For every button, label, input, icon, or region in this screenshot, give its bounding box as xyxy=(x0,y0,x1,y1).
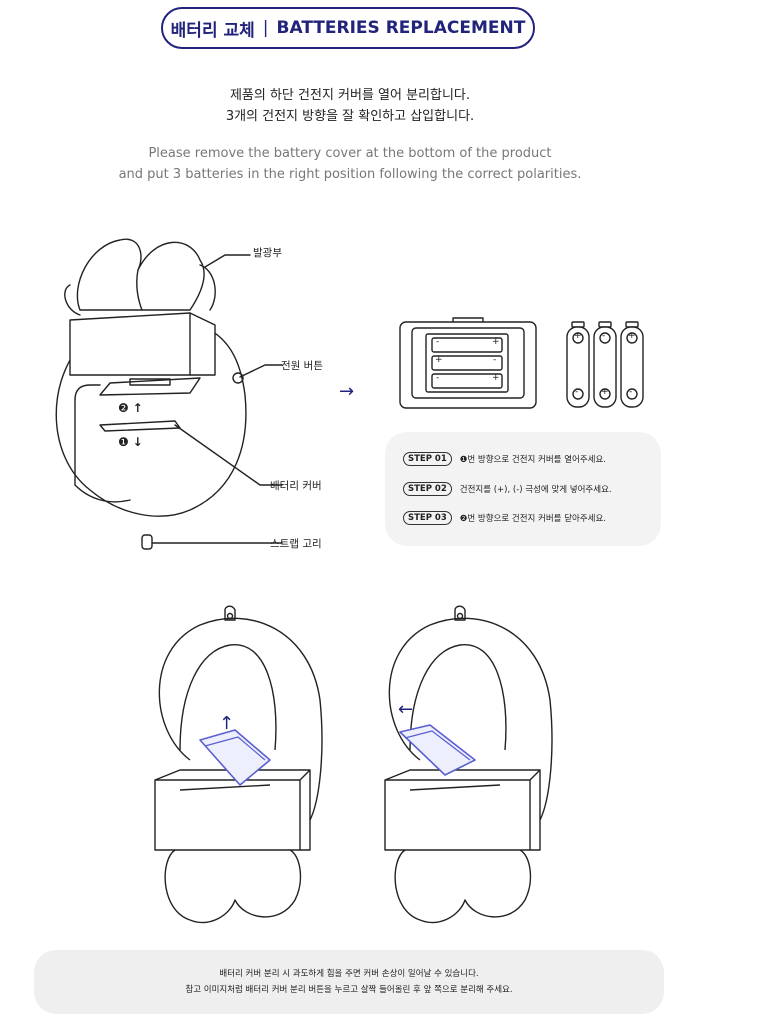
title-english: BATTERIES REPLACEMENT xyxy=(276,18,526,38)
step-01: STEP 01 ❶번 방향으로 건전지 커버를 열어주세요. xyxy=(403,452,606,466)
step-03-badge: STEP 03 xyxy=(403,511,452,525)
title-korean: 배터리 교체 xyxy=(170,20,255,41)
step-01-text: ❶번 방향으로 건전지 커버를 열어주세요. xyxy=(459,455,607,465)
intro-korean: 제품의 하단 건전지 커버를 열어 분리합니다. 3개의 건전지 방향을 잘 확… xyxy=(0,85,700,127)
steps-panel: STEP 01 ❶번 방향으로 건전지 커버를 열어주세요. STEP 02 건… xyxy=(385,432,661,546)
caution-note-line-2: 참고 이미지처럼 배터리 커버 분리 버튼을 누르고 살짝 들어올린 후 앞 쪽… xyxy=(185,985,513,995)
intro-english: Please remove the battery cover at the b… xyxy=(0,143,700,185)
step-marker-1: ❶ ↓ xyxy=(118,435,143,449)
battery-3-top-plus: + xyxy=(628,331,636,341)
arrow-left-icon: ← xyxy=(398,699,414,720)
slot-1-plus: + xyxy=(492,337,500,347)
step-marker-2-number: ❷ xyxy=(118,401,129,415)
label-battery-cover: 배터리 커버 xyxy=(270,480,322,492)
intro-korean-line-1: 제품의 하단 건전지 커버를 열어 분리합니다. xyxy=(229,88,471,103)
step-02: STEP 02 건전지를 (+), (-) 극성에 맞게 넣어주세요. xyxy=(403,482,612,496)
arrow-down-icon: ↓ xyxy=(132,435,143,449)
caution-note: 배터리 커버 분리 시 과도하게 힘을 주면 커버 손상이 일어날 수 있습니다… xyxy=(34,950,664,1014)
step-02-text: 건전지를 (+), (-) 극성에 맞게 넣어주세요. xyxy=(459,485,612,495)
step-03-text: ❷번 방향으로 건전지 커버를 닫아주세요. xyxy=(459,514,607,524)
intro-english-line-1: Please remove the battery cover at the b… xyxy=(148,146,552,161)
slot-3-plus: + xyxy=(492,373,500,383)
step-01-badge: STEP 01 xyxy=(403,452,452,466)
slot-3-minus: - xyxy=(436,373,440,383)
label-light-part: 발광부 xyxy=(253,247,282,259)
step-02-badge: STEP 02 xyxy=(403,482,452,496)
slot-1-minus: - xyxy=(436,337,440,347)
step-03: STEP 03 ❷번 방향으로 건전지 커버를 닫아주세요. xyxy=(403,511,606,525)
battery-2-bottom-plus: + xyxy=(601,387,609,397)
intro-korean-line-2: 3개의 건전지 방향을 잘 확인하고 삽입합니다. xyxy=(225,109,475,124)
step-marker-1-number: ❶ xyxy=(118,435,129,449)
page-title: 배터리 교체 | BATTERIES REPLACEMENT xyxy=(161,7,535,49)
intro-english-line-2: and put 3 batteries in the right positio… xyxy=(118,167,582,182)
cover-opening-illustration xyxy=(154,605,323,924)
step-marker-2: ❷ ↑ xyxy=(118,401,143,415)
product-illustration xyxy=(55,238,283,550)
label-strap-loop: 스트랩 고리 xyxy=(270,538,322,550)
battery-2-top-minus: - xyxy=(602,331,606,341)
battery-1-bottom-minus: - xyxy=(575,387,579,397)
battery-compartment-illustration xyxy=(399,317,537,409)
arrow-right-icon: → xyxy=(339,381,355,402)
caution-note-line-1: 배터리 커버 분리 시 과도하게 힘을 주면 커버 손상이 일어날 수 있습니다… xyxy=(219,969,479,979)
battery-3-bottom-minus: - xyxy=(629,387,633,397)
batteries-illustration xyxy=(566,321,644,408)
label-power-button: 전원 버튼 xyxy=(281,360,323,372)
cover-removal-illustration xyxy=(384,605,553,924)
arrow-up-icon: ↑ xyxy=(219,713,235,734)
slot-2-minus: - xyxy=(493,355,497,365)
arrow-up-icon: ↑ xyxy=(132,401,143,415)
battery-1-top-plus: + xyxy=(574,331,582,341)
slot-2-plus: + xyxy=(435,355,443,365)
title-separator: | xyxy=(262,18,269,38)
